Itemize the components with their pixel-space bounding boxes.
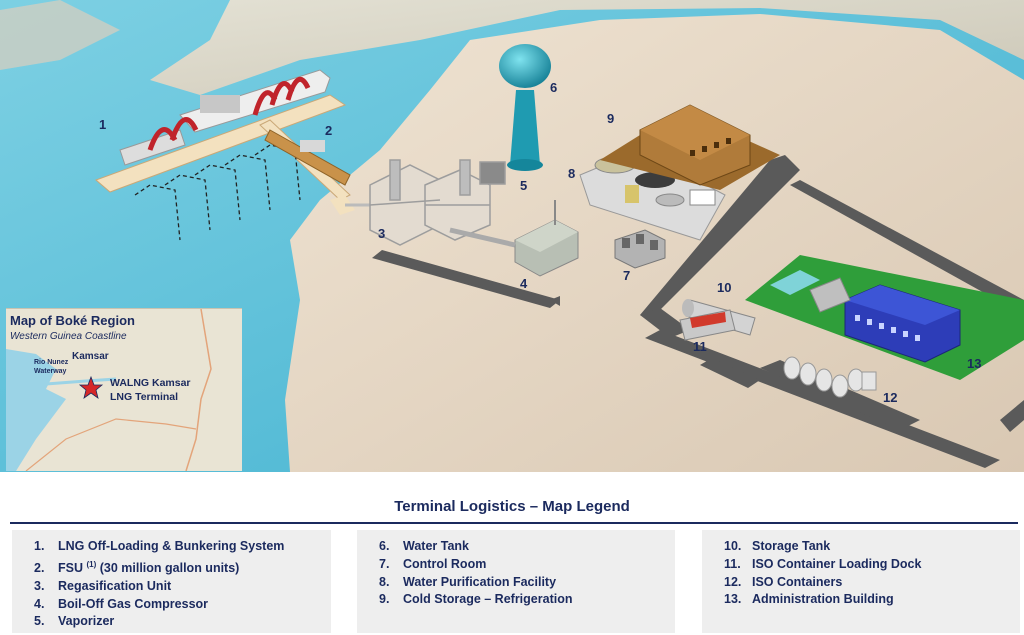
terminal-site-render: 1 2 3 4 5 6 7 8 9 10 11 12 13 Map of Bok… xyxy=(0,0,1024,472)
inset-label-terminal-1: WALNG Kamsar xyxy=(110,377,191,389)
site-number-10: 10 xyxy=(717,280,732,295)
cold-storage xyxy=(600,104,780,190)
inset-title: Map of Boké Region xyxy=(10,313,135,328)
legend-item-8: 8.Water Purification Facility xyxy=(379,574,557,589)
inset-label-terminal-2: LNG Terminal xyxy=(110,391,179,403)
site-illustration xyxy=(0,0,1024,472)
site-number-11: 11 xyxy=(693,339,707,354)
site-number-1: 1 xyxy=(99,117,107,132)
legend-item-10: 10.Storage Tank xyxy=(724,539,831,553)
legend-item-4: 4.Boil-Off Gas Compressor xyxy=(34,596,209,611)
inset-label-waterway: Waterway xyxy=(34,368,67,375)
legend-item-11: 11.ISO Container Loading Dock xyxy=(724,556,922,571)
legend-item-2: 2.FSU (1) (30 million gallon units) xyxy=(34,559,240,575)
site-number-4: 4 xyxy=(520,276,528,291)
legend-column-3: 10.Storage Tank 11.ISO Container Loading… xyxy=(702,530,1020,633)
site-number-2: 2 xyxy=(325,123,333,138)
legend-column-1: 1.LNG Off-Loading & Bunkering System 2.F… xyxy=(12,530,331,633)
site-number-12: 12 xyxy=(883,390,898,405)
legend-divider xyxy=(10,522,1018,524)
site-number-13: 13 xyxy=(967,356,982,371)
site-number-6: 6 xyxy=(550,80,558,95)
bog-compressor xyxy=(449,200,579,277)
legend-column-2: 6.Water Tank 7.Control Room 8.Water Puri… xyxy=(357,530,675,633)
site-number-9: 9 xyxy=(607,111,615,126)
site-number-8: 8 xyxy=(568,166,576,181)
upper-shore xyxy=(150,0,1024,95)
inset-map-graphic xyxy=(6,309,212,471)
water-tank xyxy=(499,44,551,171)
legend-item-7: 7.Control Room xyxy=(379,556,487,571)
region-inset-map: Map of Boké Region Western Guinea Coastl… xyxy=(6,308,242,471)
legend-item-5: 5.Vaporizer xyxy=(34,614,115,629)
legend-item-3: 3.Regasification Unit xyxy=(34,578,172,593)
admin-building xyxy=(770,270,961,363)
control-room xyxy=(614,229,666,269)
legend-item-9: 9.Cold Storage – Refrigeration xyxy=(379,592,573,607)
inset-label-kamsar: Kamsar xyxy=(72,351,109,362)
inset-subtitle: Western Guinea Coastline xyxy=(10,331,127,342)
spit xyxy=(0,0,120,70)
legend-item-1: 1.LNG Off-Loading & Bunkering System xyxy=(34,539,285,553)
legend-title: Terminal Logistics – Map Legend xyxy=(394,498,630,515)
site-number-7: 7 xyxy=(623,268,631,283)
site-number-5: 5 xyxy=(520,178,528,193)
regas-unit xyxy=(369,159,506,246)
loading-dock xyxy=(679,309,736,341)
iso-containers xyxy=(783,356,877,398)
legend-item-13: 13.Administration Building xyxy=(724,592,894,607)
legend-item-12: 12.ISO Containers xyxy=(724,574,843,589)
legend-item-6: 6.Water Tank xyxy=(379,539,469,553)
inset-label-rio-nunez: Rio Nunez xyxy=(34,359,69,366)
loading-arms xyxy=(147,76,311,151)
site-number-3: 3 xyxy=(378,226,386,241)
